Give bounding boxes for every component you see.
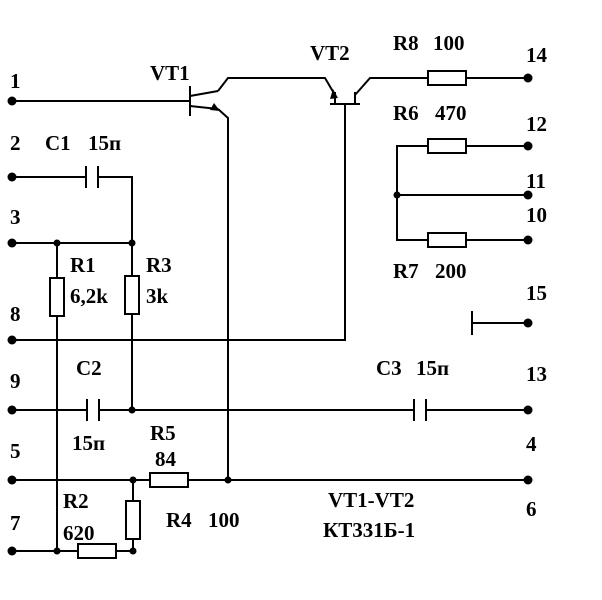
transistor-vt1-symbol [189, 86, 220, 116]
capacitor-c3 [413, 399, 427, 421]
transistor-type-note: КТ331Б-1 [323, 518, 415, 542]
r8-value: 100 [433, 31, 465, 55]
pin-3-label: 3 [10, 205, 21, 229]
capacitor-c2 [86, 399, 100, 421]
pin-7-label: 7 [10, 511, 21, 535]
r6-label: R6 [393, 101, 419, 125]
pin-5-label: 5 [10, 439, 21, 463]
r2-label: R2 [63, 489, 89, 513]
resistor-r7 [427, 232, 467, 248]
pin-10-label: 10 [526, 203, 547, 227]
pin-8-label: 8 [10, 302, 21, 326]
transistors-note: VT1-VT2 [328, 488, 414, 512]
resistor-r2 [77, 543, 117, 559]
c1-value: 15п [88, 131, 121, 155]
pin-12-label: 12 [526, 112, 547, 136]
pin-6-label: 6 [526, 497, 537, 521]
resistor-r4 [125, 500, 141, 540]
r4-value: 100 [208, 508, 240, 532]
pin-9-label: 9 [10, 369, 21, 393]
r6-value: 470 [435, 101, 467, 125]
resistor-r8 [427, 70, 467, 86]
pin-13-label: 13 [526, 362, 547, 386]
pin-4-label: 4 [526, 432, 537, 456]
r5-label: R5 [150, 421, 176, 445]
r3-value: 3k [146, 284, 169, 308]
r1-value: 6,2k [70, 284, 108, 308]
junctions [53, 191, 401, 555]
c2-label: C2 [76, 356, 102, 380]
c3-label: C3 [376, 356, 402, 380]
r4-label: R4 [166, 508, 192, 532]
pin-2-label: 2 [10, 131, 21, 155]
resistor-r3 [124, 275, 140, 315]
r3-label: R3 [146, 253, 172, 277]
resistor-r1 [49, 277, 65, 317]
terminals [7, 73, 533, 556]
vt2-label: VT2 [310, 41, 350, 65]
pin-14-label: 14 [526, 43, 548, 67]
r1-label: R1 [70, 253, 96, 277]
r5-value: 84 [155, 447, 177, 471]
vt1-label: VT1 [150, 61, 190, 85]
r8-label: R8 [393, 31, 419, 55]
resistor-r6 [427, 138, 467, 154]
c2-value: 15п [72, 431, 105, 455]
c3-value: 15п [416, 356, 449, 380]
resistor-r5 [149, 472, 189, 488]
pin-15-label: 15 [526, 281, 547, 305]
transistor-vt2-symbol [330, 89, 360, 105]
capacitor-c1 [85, 166, 99, 188]
pin-11-label: 11 [526, 169, 546, 193]
c1-label: C1 [45, 131, 71, 155]
r7-label: R7 [393, 259, 419, 283]
wires [12, 77, 528, 552]
pin-1-label: 1 [10, 69, 21, 93]
r7-value: 200 [435, 259, 467, 283]
r2-value: 620 [63, 521, 95, 545]
